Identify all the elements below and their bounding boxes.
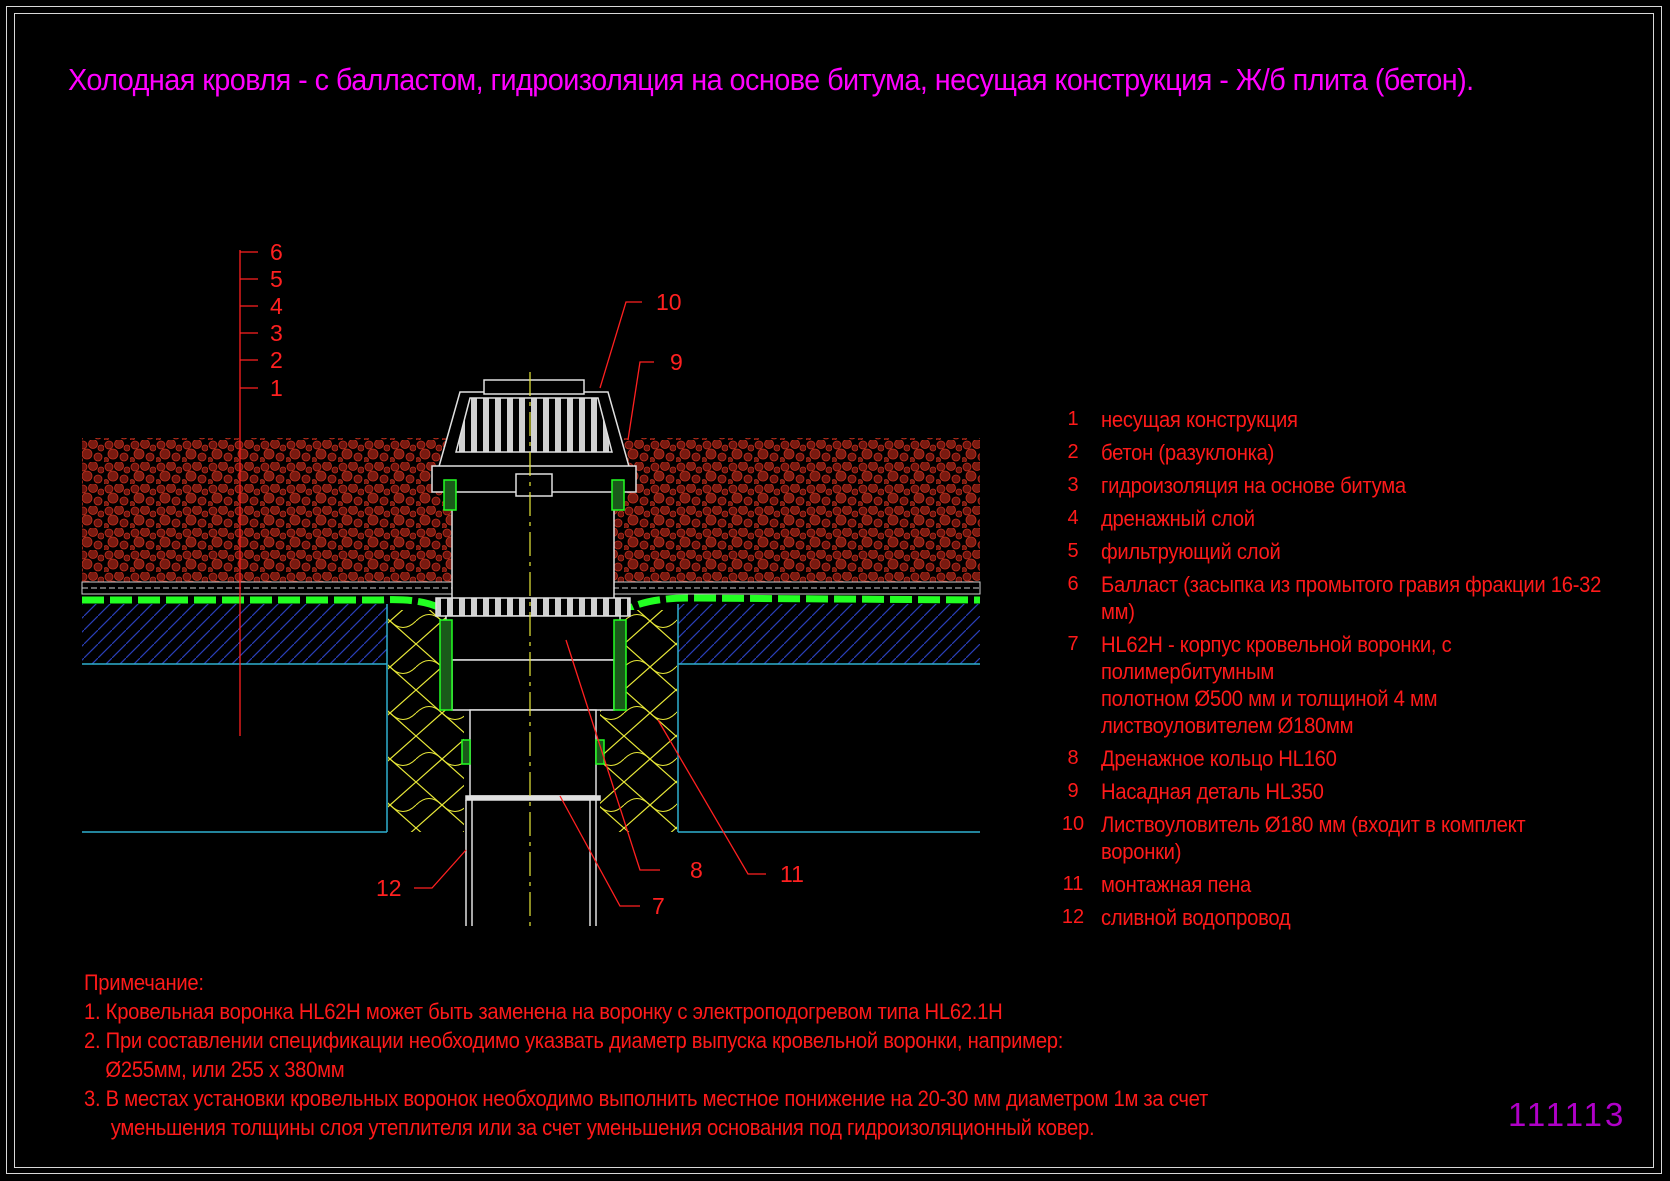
drain-body [435,489,631,801]
layer-scale [239,250,258,736]
concrete-slope-layer-right [678,604,980,664]
scale-label-2: 2 [270,347,283,373]
note-2-cont: Ø255мм, или 255 x 380мм [84,1057,345,1082]
scale-label-1: 1 [270,375,283,401]
callout-leaders [414,301,766,907]
callout-8: 8 [690,857,703,883]
callout-12: 12 [376,875,402,901]
callout-9: 9 [670,349,683,375]
drawing-frame-inner [14,13,1654,1168]
note-2: 2. При составлении спецификации необходи… [84,1028,1064,1053]
callout-7: 7 [652,893,665,919]
note-1: 1. Кровельная воронка HL62H может быть з… [84,999,1003,1024]
leaf-guard [431,379,637,511]
outlet-pipe [465,800,597,926]
note-3-cont: уменьшения толщины слоя утеплителя или з… [84,1115,1095,1140]
scale-label-4: 4 [270,293,283,319]
scale-label-3: 3 [270,320,283,346]
concrete-slope-layer [82,604,387,664]
page-title: Холодная кровля - с балластом, гидроизол… [68,62,1474,97]
note-3: 3. В местах установки кровельных воронок… [84,1086,1208,1111]
drawing-code: 111113 [1508,1096,1627,1133]
drawing-frame-outer [6,6,1662,1174]
scale-label-5: 5 [270,266,283,292]
scale-label-6: 6 [270,239,283,265]
callout-11: 11 [780,861,804,887]
notes-heading: Примечание: [84,970,204,995]
notes: Примечание: 1. Кровельная воронка HL62H … [84,968,1208,1142]
callout-10: 10 [656,289,682,315]
